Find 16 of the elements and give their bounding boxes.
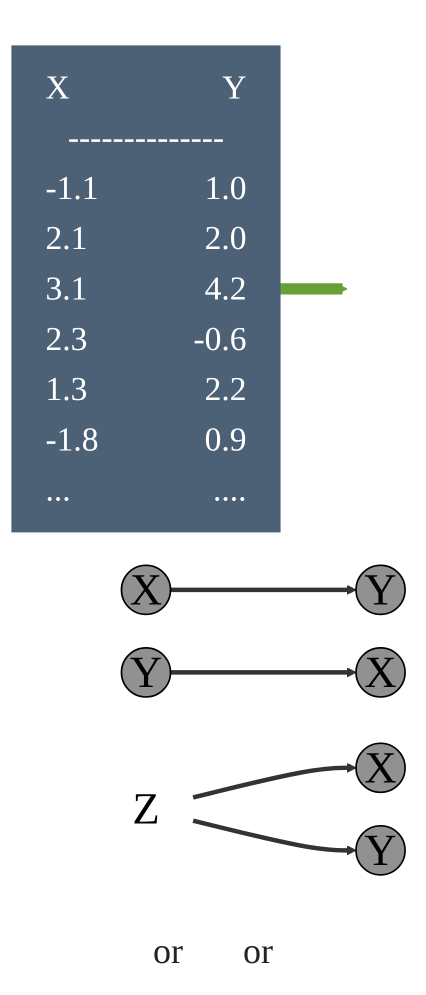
node-text: Z <box>132 783 160 834</box>
node-circle <box>355 647 406 698</box>
node-circle <box>355 564 406 616</box>
arrow <box>192 818 356 856</box>
separator-word: or <box>243 930 273 972</box>
arrow <box>170 668 356 678</box>
arrow <box>192 763 356 800</box>
node-circle <box>120 647 172 698</box>
node-circle <box>120 564 172 616</box>
diagram-drawing: X Y -------------- -1.1 1.0 2.1 2.0 3.1 4.2 2.3 -0.6 1.3 2.2 -1.8 0.9 ... .... X Y Y X Z X Y <box>3 37 423 893</box>
node-circle <box>355 742 406 794</box>
separator-word: or <box>153 930 183 972</box>
arrow <box>280 283 348 295</box>
node-circle <box>355 825 406 876</box>
arrow <box>170 585 356 595</box>
node-box <box>11 45 281 532</box>
